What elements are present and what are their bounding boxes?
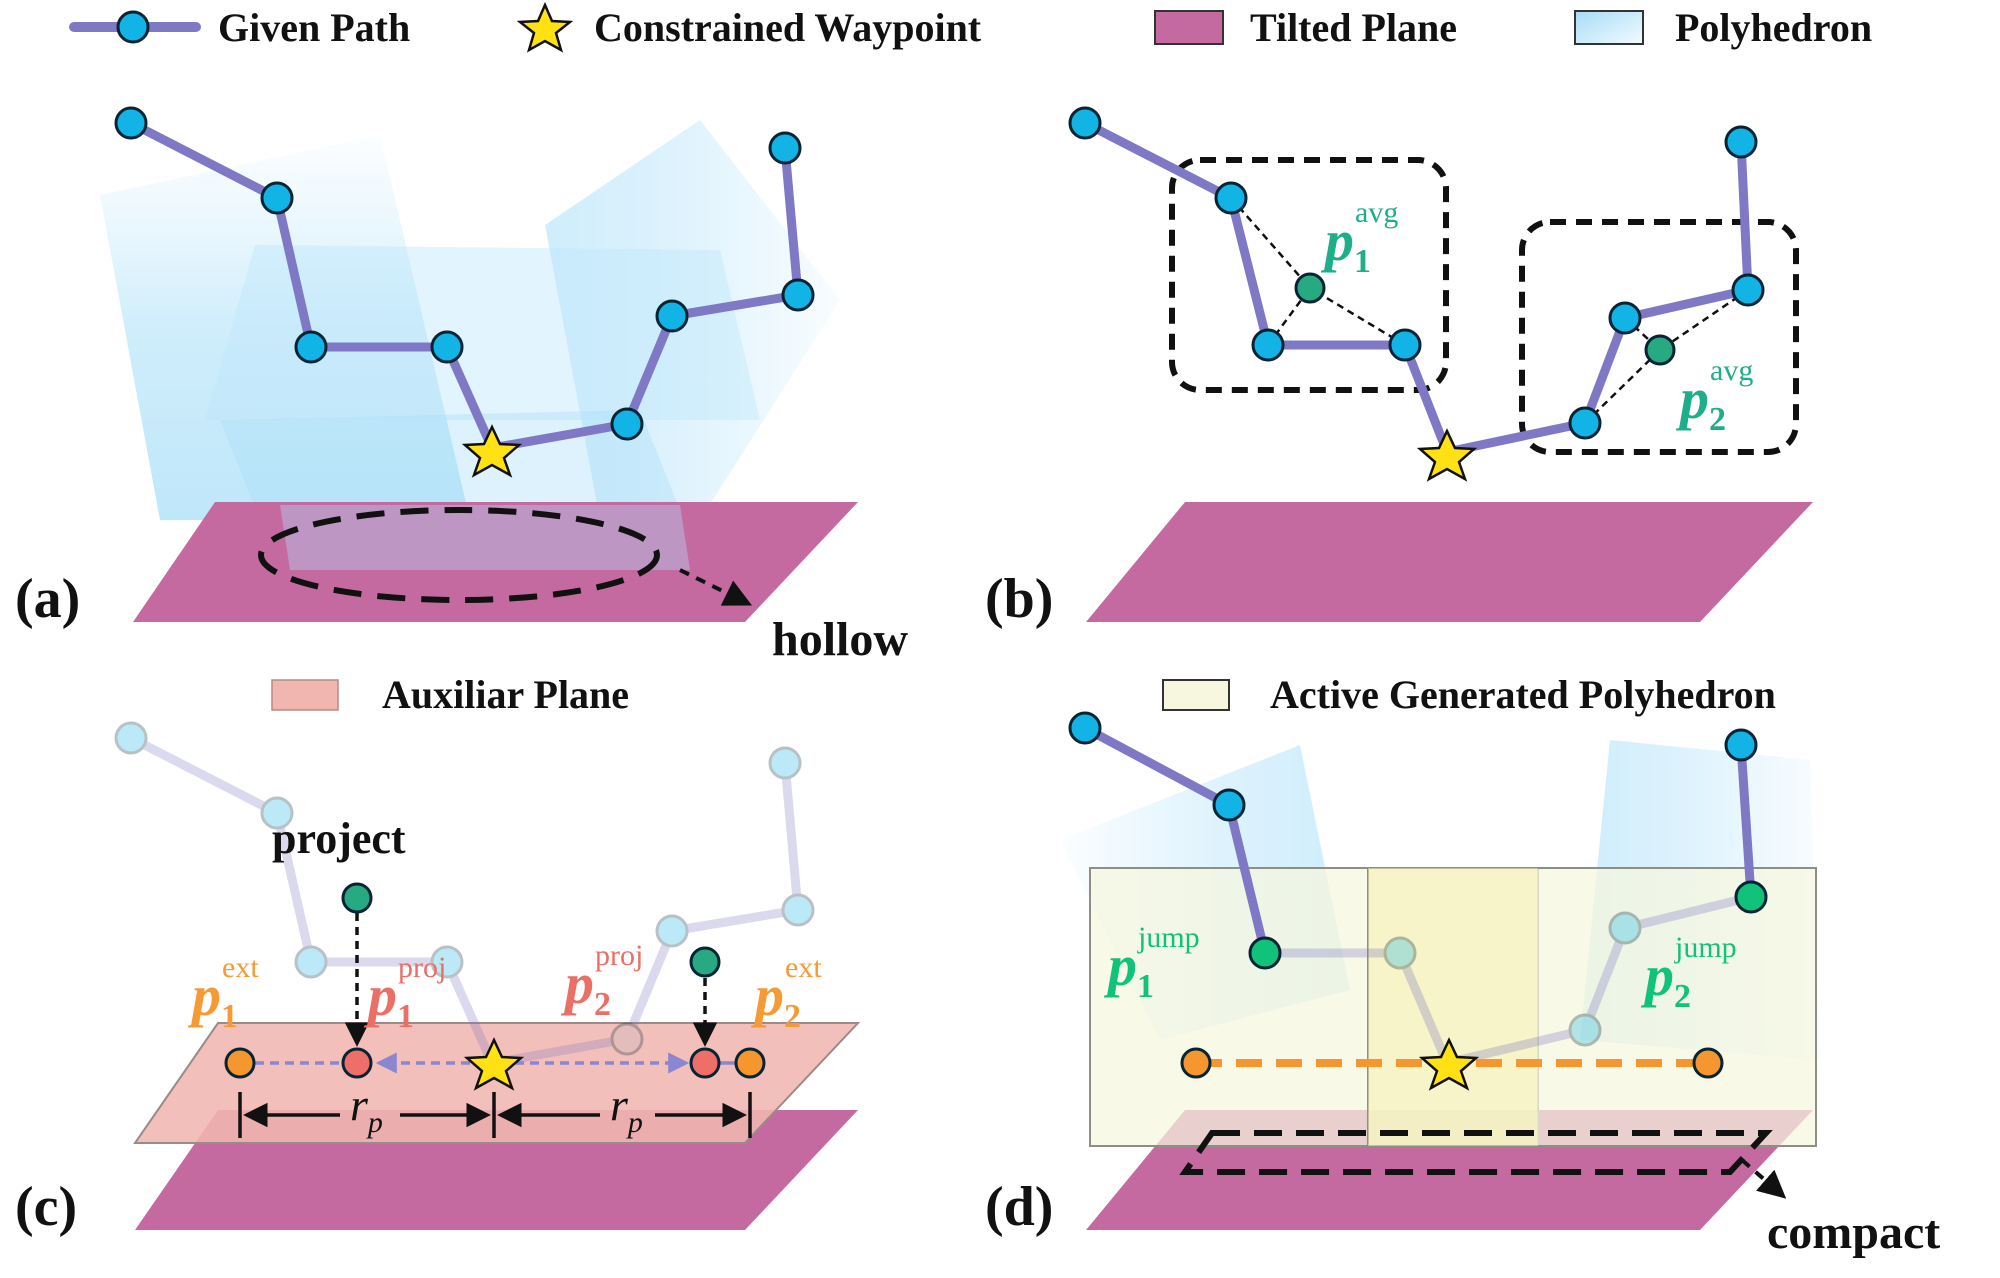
legend-active-polyhedron-label: Active Generated Polyhedron [1270,672,1776,717]
legend-tilted-plane-swatch [1154,10,1224,45]
panel-b-waypoint [1068,106,1102,140]
panel-b-avg-point-2 [1644,334,1676,366]
panel-a-hollow-arrow [679,568,753,606]
panel-b-group-box-1 [1169,157,1449,393]
panel-d-jump-point-1 [1248,936,1282,970]
panel-c-radius-dimension [238,1092,752,1138]
panel-b-p1-avg-label: p1avg [1320,196,1398,280]
panel-c-proj-point-2 [689,1047,721,1079]
panel-c-rp-label-right: rp [610,1079,643,1139]
legend-auxiliar-plane-label: Auxiliar Plane [382,672,629,717]
panel-b-waypoint [1731,273,1765,307]
panel-b-tilted-plane [1086,502,1813,622]
legend-polyhedron-swatch [1574,10,1644,45]
panel-d-label: (d) [985,1176,1053,1238]
panel-d-p1-jump-label: p1jump [1103,921,1200,1005]
panel-b-waypoint [1608,301,1642,335]
panel-d-ext-point-1 [1180,1047,1212,1079]
panel-c-proj-point-1 [341,1047,373,1079]
panel-c-p1-ext-label: p1ext [187,951,259,1035]
panel-a-label: (a) [15,568,80,630]
panel-c: project p1ext p1proj p2proj p2ext [15,721,861,1238]
panel-b-path [1082,118,1753,457]
panel-c-constrained-star [463,1037,525,1091]
legend-given-path-label: Given Path [218,5,410,50]
panel-a-waypoint [768,131,802,165]
panel-c-rp-label-left: rp [350,1079,383,1139]
panel-a: hollow (a) [15,106,908,666]
panel-c-ext-point-2 [734,1047,766,1079]
panel-a-waypoint [260,181,294,215]
panel-a-waypoint [655,299,689,333]
legend: Given Path Constrained Waypoint Tilted P… [69,1,1872,717]
panel-a-waypoint [610,407,644,441]
panel-b-waypoint [1568,406,1602,440]
legend-constrained-waypoint-label: Constrained Waypoint [594,5,982,50]
panel-d-ext-point-2 [1692,1047,1724,1079]
panel-c-avg-point-1 [341,882,373,914]
panel-c-p2-proj-label: p2proj [560,939,643,1023]
legend-auxiliar-plane-swatch [271,679,339,711]
panel-c-project-label: project [272,814,406,863]
panel-b-waypoint [1214,181,1248,215]
panel-b-p2-avg-label: p2avg [1675,354,1753,438]
panel-b: p1avg p2avg (b) [985,106,1813,630]
panel-a-waypoint [114,106,148,140]
panel-d-compact-label: compact [1767,1206,1940,1259]
panel-b-group-box-2 [1519,219,1799,455]
legend-given-path-swatch [69,10,201,44]
panel-d-constrained-star [1418,1037,1480,1091]
panel-b-constrained-star [1416,428,1478,482]
legend-star-icon [516,1,574,53]
panel-b-waypoint [1251,328,1285,362]
legend-tilted-plane-label: Tilted Plane [1250,5,1457,50]
panel-b-waypoint [1724,125,1758,159]
panel-d-compact-rectangle [1179,1130,1773,1175]
panel-d-p2-jump-label: p2jump [1640,931,1737,1015]
panel-d: compact p1jump p2jump (d) [985,711,1940,1259]
panel-a-waypoint [781,278,815,312]
panel-d-compact-arrow [1740,1158,1787,1199]
panel-a-constrained-star [461,424,523,478]
panel-b-waypoint [1388,328,1422,362]
panel-c-label: (c) [15,1176,77,1238]
panel-d-active-polyhedron-overlap [1368,868,1538,1146]
panel-a-waypoint [294,330,328,364]
panel-c-ext-point-1 [224,1047,256,1079]
panel-d-faded-path [1265,892,1753,1068]
panel-a-hollow-label: hollow [772,613,908,666]
panel-d-waypoint [1212,788,1246,822]
panel-b-avg-point-1 [1294,272,1326,304]
panel-c-avg-point-2 [689,946,721,978]
panel-c-p1-proj-label: p1proj [363,951,446,1035]
panel-a-hollow-ellipse [258,507,660,603]
panel-d-waypoint [1068,711,1102,745]
panel-c-p2-ext-label: p2ext [750,951,822,1035]
panel-b-label: (b) [985,568,1053,630]
panel-a-polyhedron-left [100,135,470,520]
panel-d-path-right [1736,744,1756,898]
panel-a-waypoint [430,330,464,364]
legend-active-polyhedron-swatch [1162,679,1230,711]
panel-a-polyhedron-footprint [280,505,690,570]
panel-d-jump-point-2 [1734,880,1768,914]
panel-d-waypoint [1724,728,1758,762]
legend-polyhedron-label: Polyhedron [1675,5,1872,50]
